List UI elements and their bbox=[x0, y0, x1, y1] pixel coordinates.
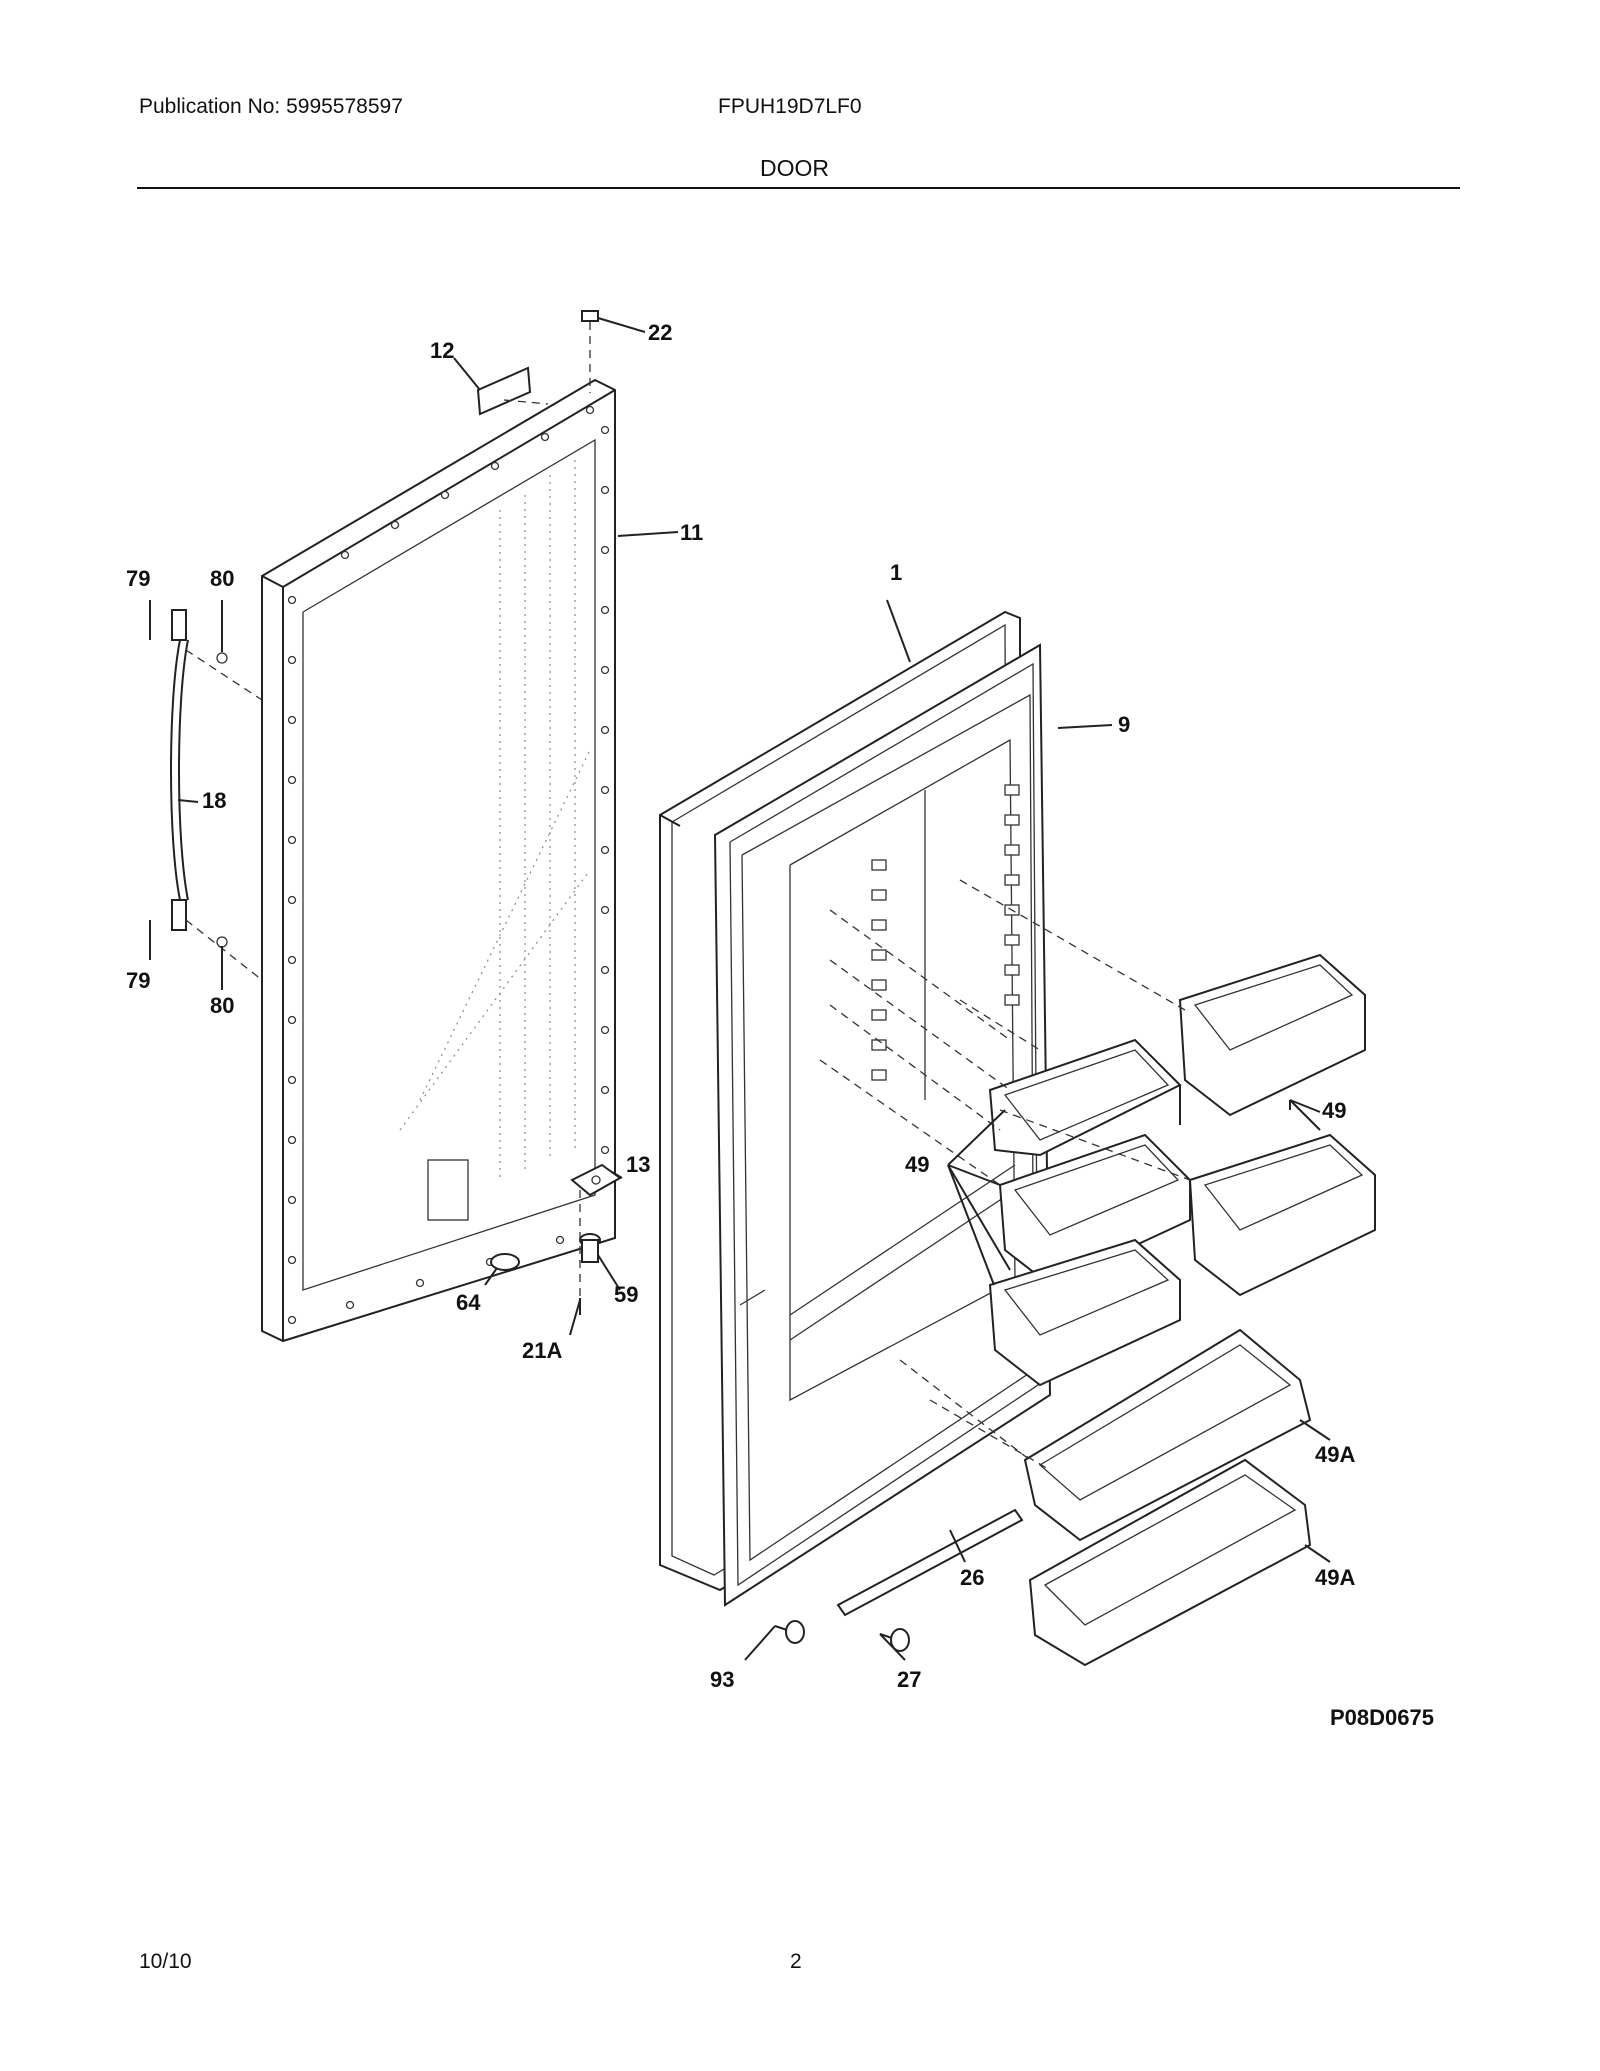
door-bin-upper-right bbox=[1178, 953, 1366, 1117]
door-bin-upper-left bbox=[988, 1038, 1182, 1157]
callout-18: 18 bbox=[202, 788, 226, 813]
model-number: FPUH19D7LF0 bbox=[718, 95, 862, 118]
callout-64: 64 bbox=[456, 1290, 481, 1315]
hinge-hardware bbox=[490, 1163, 622, 1315]
callout-49a-bottom: 49A bbox=[1315, 1565, 1355, 1590]
header-rule bbox=[137, 187, 1460, 189]
door-bin-lower-left bbox=[988, 1238, 1181, 1387]
outer-door-panel bbox=[261, 378, 616, 1343]
liner-shelf-clips bbox=[871, 784, 1020, 1081]
callout-11: 11 bbox=[680, 520, 703, 545]
callout-80-top: 80 bbox=[210, 566, 234, 591]
publication-number: Publication No: 5995578597 bbox=[139, 95, 403, 118]
callout-13: 13 bbox=[626, 1152, 650, 1177]
callout-93: 93 bbox=[710, 1667, 734, 1692]
callout-80-bottom: 80 bbox=[210, 993, 234, 1018]
bin-alignment-dashes bbox=[819, 879, 1191, 1471]
callout-79-bottom: 79 bbox=[126, 968, 150, 993]
callout-12: 12 bbox=[430, 338, 454, 363]
door-plug bbox=[581, 310, 599, 393]
footer-date: 10/10 bbox=[139, 1950, 192, 1973]
callout-9: 9 bbox=[1118, 712, 1130, 737]
callout-21a: 21A bbox=[522, 1338, 562, 1363]
door-handle bbox=[170, 609, 263, 981]
footer-page-number: 2 bbox=[790, 1950, 802, 1973]
leader-lines bbox=[149, 317, 1331, 1661]
callout-22: 22 bbox=[648, 320, 672, 345]
callout-1: 1 bbox=[890, 560, 902, 585]
callout-49-left: 49 bbox=[905, 1152, 929, 1177]
screw-93 bbox=[774, 1620, 805, 1644]
callout-59: 59 bbox=[614, 1282, 638, 1307]
callout-27: 27 bbox=[897, 1667, 921, 1692]
bottom-trim-strip bbox=[836, 1508, 1024, 1617]
callout-49-right: 49 bbox=[1322, 1098, 1346, 1123]
callout-49a-top: 49A bbox=[1315, 1442, 1355, 1467]
door-liner bbox=[713, 643, 1052, 1607]
door-bin-middle-right bbox=[1188, 1133, 1376, 1297]
section-title: DOOR bbox=[760, 155, 829, 181]
callout-79-top: 79 bbox=[126, 566, 150, 591]
callout-26: 26 bbox=[960, 1565, 984, 1590]
door-shelf-bar-upper bbox=[1023, 1328, 1312, 1542]
door-bin-middle-left bbox=[998, 1133, 1191, 1287]
door-shelf-bar-lower bbox=[1028, 1458, 1312, 1667]
label-plate bbox=[476, 366, 549, 416]
outer-panel-screw-holes bbox=[287, 405, 610, 1325]
callout-labels: 1 9 11 12 13 18 21A 22 26 27 49 49 49A 4… bbox=[126, 320, 1434, 1730]
diagram-code: P08D0675 bbox=[1330, 1705, 1434, 1730]
